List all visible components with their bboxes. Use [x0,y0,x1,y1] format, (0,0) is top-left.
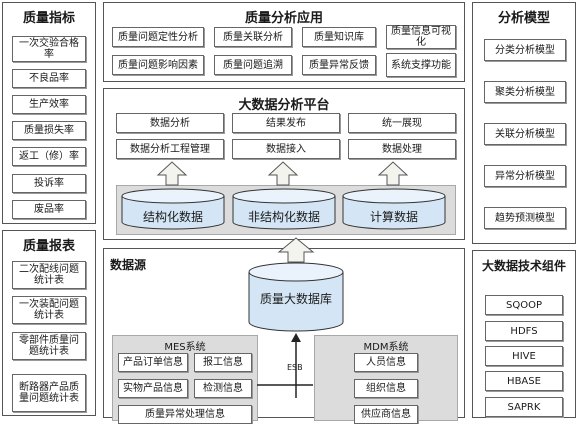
metric-complaint-rate: 投诉率 [12,174,86,193]
tech-components-title: 大数据技术组件 [481,259,566,273]
quality-reports-panel: 质量报表 二次配线问题统计表 一次装配问题统计表 零部件质量问题统计表 断路器产… [2,230,96,416]
report-breaker-quality: 断路器产品质量问题统计表 [12,374,86,412]
app-qualitative-analysis: 质量问题定性分析 [112,27,204,47]
model-association: 关联分析模型 [484,123,566,145]
metric-defect-rate: 不良品率 [12,69,86,88]
cylinder-icon [232,188,336,230]
report-secondary-wiring: 二次配线问题统计表 [12,261,86,289]
tech-saprk: SAPRK [485,397,563,417]
report-parts-quality: 零部件质量问题统计表 [12,332,86,360]
mdm-personnel: 人员信息 [354,353,418,372]
mdm-supplier: 供应商信息 [354,405,418,424]
mes-inspection: 检测信息 [194,379,252,398]
metric-rework-rate: 返工（修）率 [12,147,86,166]
func-result-publish: 结果发布 [232,113,340,133]
metric-first-pass-yield: 一次交验合格率 [12,36,86,62]
computed-data-label: 计算数据 [369,210,418,224]
func-unified-display: 统一展现 [348,113,456,133]
tech-hive: HIVE [485,346,563,366]
data-source-title: 数据源 [110,258,147,272]
quality-metrics-panel: 质量指标 一次交验合格率 不良品率 生产效率 质量损失率 返工（修）率 投诉率 … [2,2,96,224]
quality-apps-panel: 质量分析应用 质量问题定性分析 质量关联分析 质量知识库 质量信息可视化 质量问… [103,2,465,82]
mes-work-report: 报工信息 [194,353,252,372]
mes-system-title: MES系统 [164,342,206,353]
metric-quality-loss-rate: 质量损失率 [12,121,86,140]
quality-apps-title: 质量分析应用 [244,11,323,26]
mes-anomaly-handling: 质量异常处理信息 [118,405,252,424]
tech-hbase: HBASE [485,371,563,391]
tech-hdfs: HDFS [485,321,563,341]
quality-reports-title: 质量报表 [22,239,75,254]
database-icon [248,262,344,332]
quality-data-warehouse: 质量大数据库 [248,262,344,332]
model-clustering: 聚类分析模型 [484,81,566,103]
app-traceability: 质量问题追溯 [214,55,292,75]
esb-label: ESB [287,363,303,372]
func-data-processing: 数据处理 [348,139,456,159]
app-visualization: 质量信息可视化 [386,25,456,49]
model-anomaly: 异常分析模型 [484,165,566,187]
mes-product-order: 产品订单信息 [118,353,188,372]
data-source-panel: 数据源 MES系统 产品订单信息 报工信息 实物产品信息 检测信息 质量异常处理… [103,248,465,424]
report-primary-assembly: 一次装配问题统计表 [12,296,86,324]
mdm-organization: 组织信息 [354,379,418,398]
app-anomaly-feedback: 质量异常反馈 [302,55,376,75]
app-impact-factors: 质量问题影响因素 [112,55,204,75]
app-correlation-analysis: 质量关联分析 [214,27,292,47]
tech-sqoop: SQOOP [485,295,563,315]
func-data-access: 数据接入 [232,139,340,159]
computed-data-store: 计算数据 [342,188,446,230]
warehouse-label: 质量大数据库 [259,292,332,306]
bigdata-platform-title: 大数据分析平台 [238,98,330,113]
metric-scrap-rate: 废品率 [12,200,86,219]
cylinder-icon [342,188,446,230]
metric-production-efficiency: 生产效率 [12,95,86,114]
mdm-system-title: MDM系统 [363,342,409,353]
cylinder-icon [121,188,225,230]
unstructured-data-label: 非结构化数据 [247,210,320,224]
func-engineering-mgmt: 数据分析工程管理 [116,139,224,159]
app-system-support: 系统支撑功能 [386,53,456,77]
mes-physical-product: 实物产品信息 [118,379,188,398]
model-classification: 分类分析模型 [484,39,566,61]
app-knowledge-base: 质量知识库 [302,27,376,47]
model-trend-prediction: 趋势预测模型 [484,207,566,229]
analysis-models-panel: 分析模型 分类分析模型 聚类分析模型 关联分析模型 异常分析模型 趋势预测模型 [472,2,576,244]
unstructured-data-store: 非结构化数据 [232,188,336,230]
quality-metrics-title: 质量指标 [22,11,75,26]
structured-data-store: 结构化数据 [121,188,225,230]
func-data-analysis: 数据分析 [116,113,224,133]
analysis-models-title: 分析模型 [497,11,550,26]
structured-data-label: 结构化数据 [142,210,203,224]
tech-components-panel: 大数据技术组件 SQOOP HDFS HIVE HBASE SAPRK [472,250,576,418]
